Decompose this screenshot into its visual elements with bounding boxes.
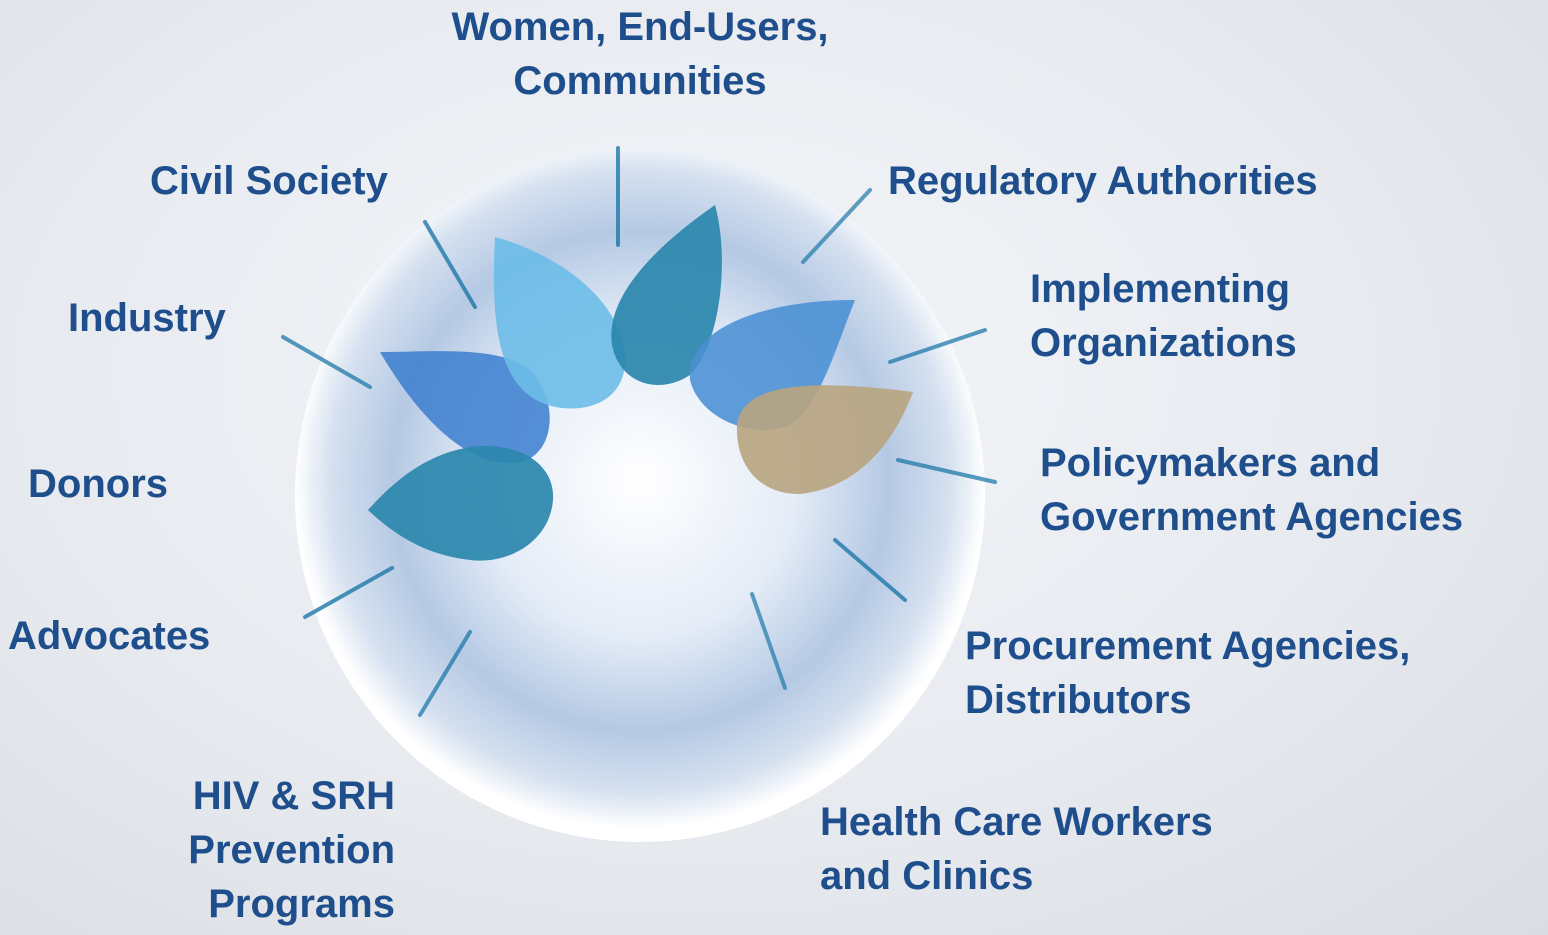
label-advocates: Advocates <box>8 609 210 663</box>
label-regulatory: Regulatory Authorities <box>888 154 1318 208</box>
label-procurement-line-2: Distributors <box>965 678 1192 722</box>
connector-industry <box>281 335 372 389</box>
label-industry-line-1: Industry <box>68 296 226 340</box>
label-advocates-line-1: Advocates <box>8 614 211 658</box>
label-health-line-1: Health Care Workers <box>820 800 1213 844</box>
label-policymakers: Policymakers and Government Agencies <box>1040 436 1463 544</box>
petal-cluster <box>368 205 913 561</box>
label-civil: Civil Society <box>150 154 388 208</box>
label-implementing-line-2: Organizations <box>1030 321 1297 365</box>
label-industry: Industry <box>68 291 226 345</box>
petal-light-blue <box>493 237 626 409</box>
connector-hiv <box>418 630 472 717</box>
label-women-line-2: Communities <box>513 59 767 103</box>
label-health: Health Care Workers and Clinics <box>820 795 1213 903</box>
connector-health <box>750 592 787 690</box>
petal-teal-bottom <box>368 445 554 561</box>
label-policymakers-line-2: Government Agencies <box>1040 495 1464 539</box>
connector-lines <box>241 146 997 717</box>
petal-teal-top <box>611 205 722 385</box>
label-health-line-2: and Clinics <box>820 854 1034 898</box>
label-regulatory-line-1: Regulatory Authorities <box>888 159 1318 203</box>
connector-civil <box>423 220 477 309</box>
connector-advocates <box>303 566 394 619</box>
connector-regulatory <box>801 188 872 264</box>
label-procurement-line-1: Procurement Agencies, <box>965 624 1411 668</box>
label-implementing-line-1: Implementing <box>1030 267 1291 311</box>
label-hiv-line-1: HIV & SRH <box>192 774 395 818</box>
label-donors-line-1: Donors <box>28 462 168 506</box>
label-procurement: Procurement Agencies, Distributors <box>965 619 1410 727</box>
label-hiv-line-2: Prevention <box>188 828 395 872</box>
label-civil-line-1: Civil Society <box>150 159 388 203</box>
label-implementing: Implementing Organizations <box>1030 262 1297 370</box>
label-policymakers-line-1: Policymakers and <box>1040 441 1381 485</box>
connector-procurement <box>833 538 907 602</box>
label-women-line-1: Women, End-Users, <box>451 5 829 49</box>
connector-policymakers <box>896 458 997 484</box>
petal-dark-blue-left <box>380 351 550 463</box>
petal-tan <box>736 385 913 495</box>
label-hiv: HIV & SRH Prevention Programs <box>95 769 395 931</box>
label-women: Women, End-Users, Communities <box>400 0 880 108</box>
connector-implementing <box>888 328 987 364</box>
label-donors: Donors <box>28 457 168 511</box>
label-hiv-line-3: Programs <box>208 882 395 926</box>
